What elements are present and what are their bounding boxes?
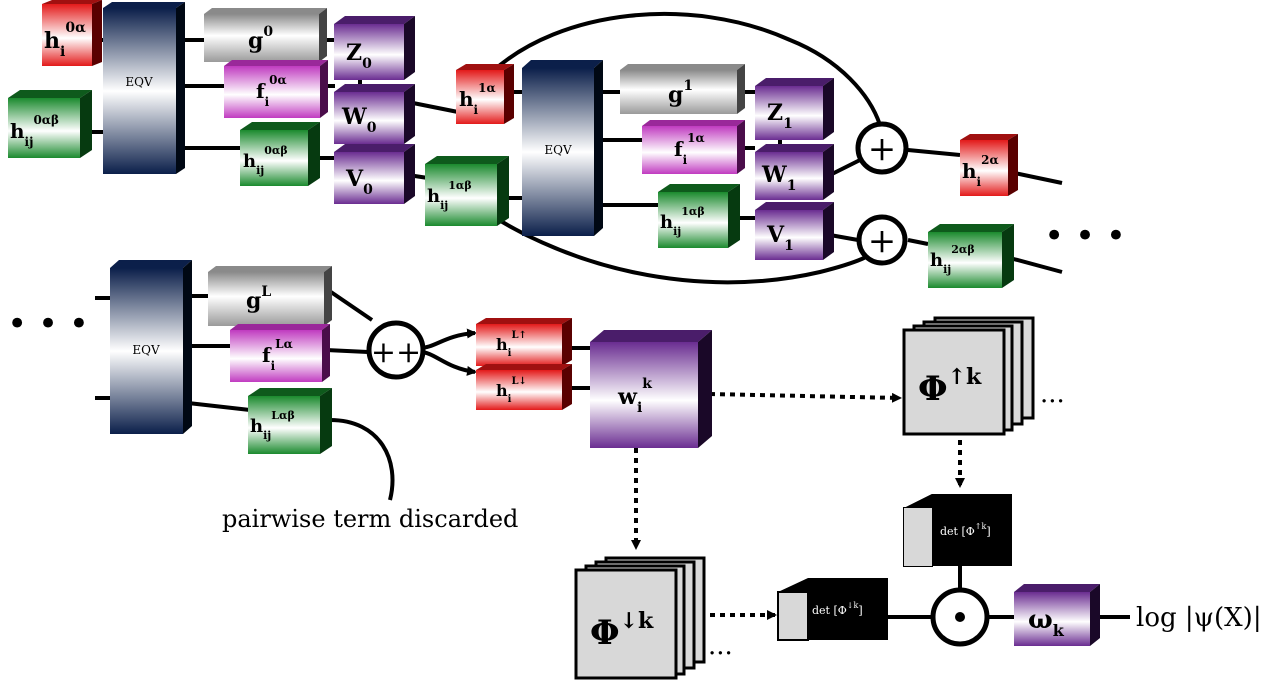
svg-text:gL: gL [246,284,271,314]
concat-node: ++ [366,320,426,380]
cube-h-i-0: hi0α [42,0,102,66]
svg-text:W0: W0 [341,104,377,136]
cube-h-ij-0b: hij0αβ [240,122,320,186]
product-node [930,587,990,647]
svg-text:hij0αβ: hij0αβ [10,113,59,149]
phi-down-stack: Φ↓k [574,556,706,680]
cube-h-ij-L: hijLαβ [248,388,332,454]
eqv-block-1: EQV [522,60,603,236]
svg-text:Φ↓k: Φ↓k [590,608,654,653]
svg-text:fi1α: fi1α [674,131,705,167]
box-f-1: fi1α [642,120,745,174]
svg-text:+: + [868,129,897,169]
svg-text:hi2α: hi2α [962,153,999,189]
dots-down: ··· [708,639,733,669]
svg-text:Z1: Z1 [767,100,793,132]
svg-text:hi0α: hi0α [44,20,86,60]
det-up-box: det [Φ↑k] [903,494,1012,567]
svg-text:hijLαβ: hijLαβ [250,409,295,442]
cube-h-ij-0: hij0αβ [8,90,92,158]
svg-text:det [Φ↓k]: det [Φ↓k] [812,601,863,617]
box-w-k: wik [590,330,712,448]
ellipsis-top: • • • [1044,216,1126,256]
residual-plus-top: + [855,121,909,175]
svg-text:ωk: ωk [1028,605,1065,640]
eqv-0-label: EQV [125,75,153,89]
svg-text:W1: W1 [761,162,796,194]
box-W-0: W0 [334,84,415,144]
eqv-block-L: EQV [110,260,192,434]
box-f-L: fiLα [230,324,330,382]
eqv-L-label: EQV [132,343,160,357]
bar-g-L: gL [208,266,332,326]
svg-text:hiL↓: hiL↓ [496,376,527,405]
svg-text:Z0: Z0 [346,40,372,72]
svg-text:g0: g0 [248,24,273,54]
cube-h-i-2: hi2α [960,134,1018,196]
cube-h-i-1: hi1α [456,64,514,124]
residual-plus-bottom: + [856,214,908,266]
box-V-0: V0 [334,144,415,204]
cube-h-ij-1: hij1αβ [425,156,509,226]
output-label: log |ψ(X)| [1136,603,1262,633]
dots-up: ··· [1040,387,1065,417]
svg-text:g1: g1 [668,78,693,108]
ellipsis-left: • • • [7,304,89,344]
box-Z-0: Z0 [334,16,415,80]
h-i-0-label: h [44,28,60,54]
svg-text:++: ++ [371,335,421,370]
eqv-block-0: EQV [103,2,185,174]
bar-g-0: g0 [204,8,327,62]
discard-label: pairwise term discarded [222,505,518,533]
box-Z-1: Z1 [755,78,834,140]
cube-h-up: hiL↑ [476,318,572,366]
svg-text:hi1α: hi1α [459,81,496,117]
svg-text:V1: V1 [766,222,794,254]
cube-h-ij-1b: hij1αβ [658,184,740,248]
svg-text:hiL↑: hiL↑ [496,330,527,359]
box-W-1: W1 [755,144,834,200]
svg-text:V0: V0 [345,166,373,198]
svg-text:hij1αβ: hij1αβ [427,179,472,212]
box-V-1: V1 [755,202,834,260]
eqv-1-label: EQV [544,143,572,157]
svg-text:det [Φ↑k]: det [Φ↑k] [940,522,991,538]
phi-up-stack: Φ↑k [902,316,1035,436]
svg-text:fi0α: fi0α [256,73,287,109]
cube-h-ij-2: hij2αβ [928,224,1014,288]
svg-text:hij2αβ: hij2αβ [930,243,975,276]
det-down-box: det [Φ↓k] [777,578,888,641]
svg-text:hij1αβ: hij1αβ [660,205,705,238]
svg-text:hij0αβ: hij0αβ [243,144,288,177]
box-f-0: fi0α [224,60,328,118]
svg-text:Φ↑k: Φ↑k [918,364,982,409]
svg-text:fiLα: fiLα [262,337,293,373]
box-omega-k: ωk [1014,584,1100,646]
bar-g-1: g1 [620,64,745,114]
cube-h-down: hiL↓ [476,364,572,410]
svg-text:+: + [868,221,897,261]
svg-text:wik: wik [617,376,652,416]
